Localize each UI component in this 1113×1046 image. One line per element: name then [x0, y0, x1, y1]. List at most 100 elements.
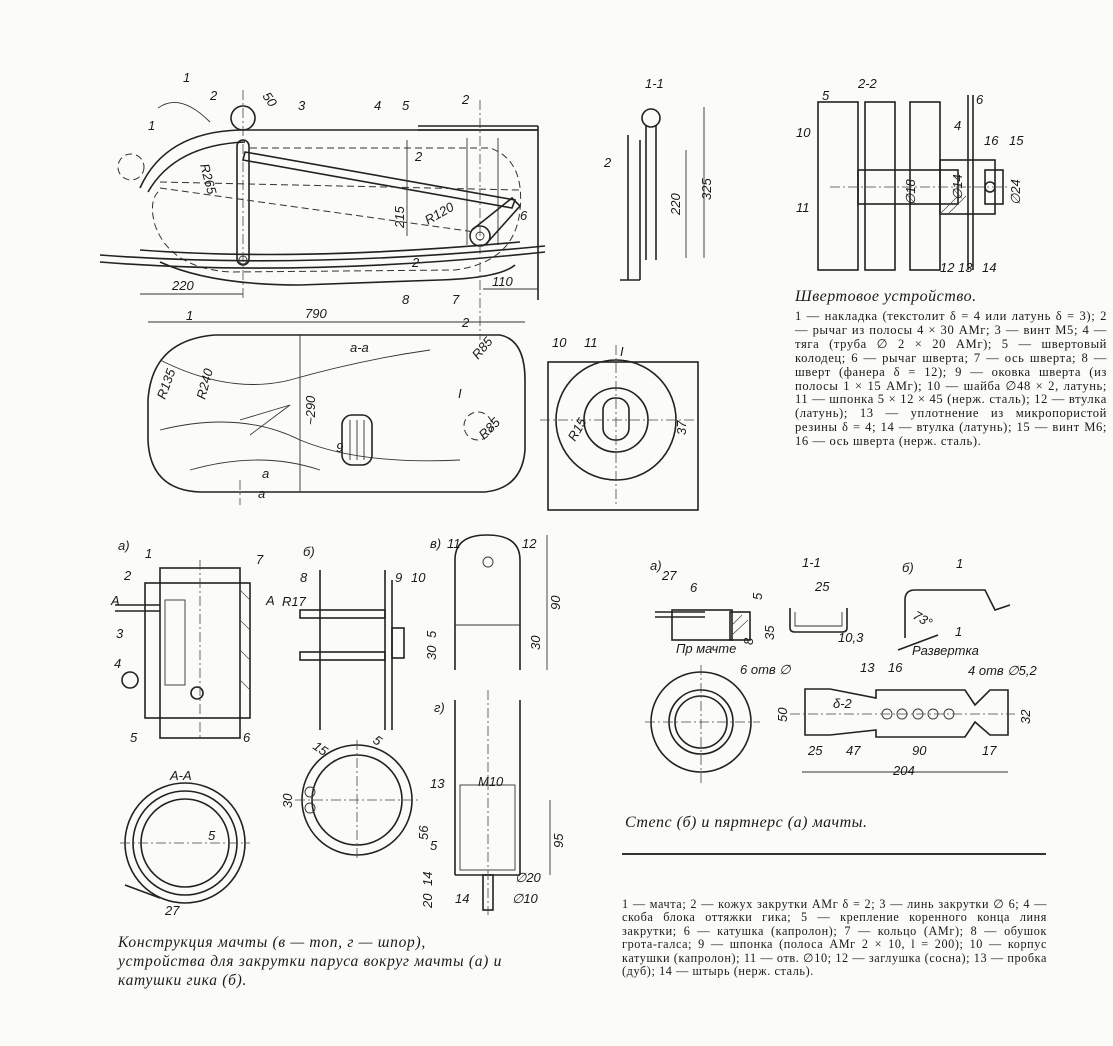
mast-g-dimension-label: 13 [430, 776, 445, 791]
mast-top-view-v [454, 534, 548, 670]
step-dimension-label: б) [902, 560, 914, 575]
mast-a-dimension-label: 5 [208, 828, 216, 843]
shvert-plan-dimension-label: R135 [154, 366, 179, 401]
shvert-plan-dimension-label: 790 [305, 306, 327, 321]
step-dimension-label: 1 [955, 624, 962, 639]
mast-b-dimension-label: 15 [310, 738, 331, 759]
shvert-side-dimension-label: 2 [411, 255, 420, 270]
step-dimension-label: а) [650, 558, 662, 573]
mast-a-dimension-label: А-А [169, 768, 192, 783]
mast-g-dimension-label: ∅20 [515, 870, 542, 885]
section-2-2-dimension-label: 2-2 [857, 76, 878, 91]
shvert-side-dimension-label: 8 [402, 292, 410, 307]
section-2-2-dimension-label: ∅14 [950, 174, 965, 200]
step-dimension-label: 16 [888, 660, 903, 675]
detail-I-dimension-label: 37 [674, 420, 689, 435]
mast-a-dimension-label: 7 [256, 552, 264, 567]
detail-I-dimension-label: I [620, 344, 624, 359]
shvert-plan-dimension-label: 9 [336, 440, 343, 455]
shvert-plan-dimension-label: а [258, 486, 265, 501]
section-1-1 [620, 107, 705, 281]
detail-I-dimension-label: 10 [552, 335, 567, 350]
mast-g-dimension-label: 56 [416, 825, 431, 840]
mast-a-dimension-label: 4 [114, 656, 121, 671]
shvert-side-dimension-label: R120 [422, 199, 457, 228]
shvert-side-dimension-label: 215 [392, 206, 407, 229]
step-dimension-label: 13 [860, 660, 875, 675]
shvert-plan-dimension-label: R85 [469, 333, 496, 362]
shvert-plan-dimension-label: а [262, 466, 269, 481]
mast-v-dimension-label: 12 [522, 536, 537, 551]
section-2-2-dimension-label: 6 [976, 92, 984, 107]
shvert-side-dimension-label: 2 [414, 149, 423, 164]
shvert-plan-dimension-label: ~290 [303, 395, 318, 425]
shvert-side-dimension-label: 110 [492, 274, 513, 289]
shvert-side-dimension-label: 5 [402, 98, 410, 113]
centerboard-legend: 1 — накладка (текстолит δ = 4 или латунь… [795, 309, 1107, 449]
mast-a-dimension-label: 27 [164, 903, 180, 918]
mast-a-dimension-label: 1 [145, 546, 152, 561]
mast-v-dimension-label: 90 [548, 595, 563, 610]
shvert-side-dimension-label: 2 [461, 315, 470, 330]
shvert-side-dimension-label: 3 [298, 98, 306, 113]
step-dimension-label: 90 [912, 743, 927, 758]
section-2-2-dimension-label: 4 [954, 118, 961, 133]
mast-figure-caption: Конструкция мачты (в — топ, г — шпор), у… [118, 934, 503, 989]
shvert-side-dimension-label: 1 [183, 70, 190, 85]
mast-a-dimension-label: 2 [123, 568, 132, 583]
shvert-plan-dimension-label: R240 [193, 366, 216, 401]
shvert-side-dimension-label: 7 [452, 292, 460, 307]
shvert-side-dimension-label: R265 [197, 162, 220, 197]
step-dimension-label: 35 [762, 625, 777, 640]
mast-g-dimension-label: 14 [420, 872, 435, 886]
step-dimension-label: 5 [750, 592, 765, 600]
step-dimension-label: 47 [846, 743, 861, 758]
mast-b-dimension-label: б) [303, 544, 315, 559]
mast-v-dimension-label: 30 [528, 635, 543, 650]
mast-b-dimension-label: 10 [411, 570, 426, 585]
step-section-1-1 [789, 608, 848, 633]
step-dimension-label: Пр мачте [676, 641, 736, 656]
section-2-2 [817, 95, 1010, 271]
shvert-plan-dimension-label: I [458, 386, 462, 401]
section-2-2-dimension-label: 12 [940, 260, 955, 275]
section-2-2-dimension-label: 14 [982, 260, 996, 275]
mast-g-dimension-label: 95 [551, 833, 566, 848]
section-2-2-dimension-label: ∅24 [1008, 179, 1023, 205]
mast-a-dimension-label: 6 [243, 730, 251, 745]
mast-b-dimension-label: R17 [282, 594, 307, 609]
mast-b-dimension-label: 8 [300, 570, 308, 585]
step-dimension-label: 25 [814, 579, 830, 594]
shvert-side-dimension-label: 4 [374, 98, 381, 113]
mast-v-dimension-label: 11 [447, 536, 461, 551]
mast-partners-section-a [655, 609, 751, 641]
section-2-2-dimension-label: 16 [984, 133, 999, 148]
mast-heel-view-g [454, 690, 551, 915]
step-dimension-label: 6 [690, 580, 698, 595]
section-2-2-dimension-label: ∅18 [903, 178, 918, 205]
step-dimension-label: 1 [956, 556, 963, 571]
mast-b-dimension-label: 30 [280, 793, 295, 808]
detail-I-view [540, 345, 700, 511]
section-2-2-dimension-label: 15 [1009, 133, 1024, 148]
step-figure-caption: Степс (б) и пяртнерс (а) мачты. [625, 814, 868, 831]
section-1-1-dimension-label: 1-1 [645, 76, 664, 91]
step-dimension-label: 50 [775, 707, 790, 722]
centerboard-side-view [99, 90, 546, 340]
section-2-2-dimension-label: 13 [958, 260, 973, 275]
mast-g-dimension-label: г) [434, 700, 445, 715]
shvert-side-dimension-label: 2 [461, 92, 470, 107]
step-dimension-label: 204 [892, 763, 915, 778]
mast-furling-view-a [115, 560, 251, 740]
centerboard-caption-title: Швертовое устройство. [795, 288, 977, 305]
mast-b-dimension-label: 30 [424, 645, 439, 660]
partners-ring-plan [645, 665, 760, 785]
mast-a-dimension-label: а) [118, 538, 130, 553]
section-2-2-dimension-label: 11 [796, 200, 810, 215]
step-dimension-label: 8 [741, 637, 756, 645]
shvert-side-dimension-label: 1 [186, 308, 193, 323]
step-dimension-label: 1-1 [802, 555, 821, 570]
step-dimension-label: δ-2 [833, 696, 853, 711]
mast-g-dimension-label: М10 [478, 774, 504, 789]
